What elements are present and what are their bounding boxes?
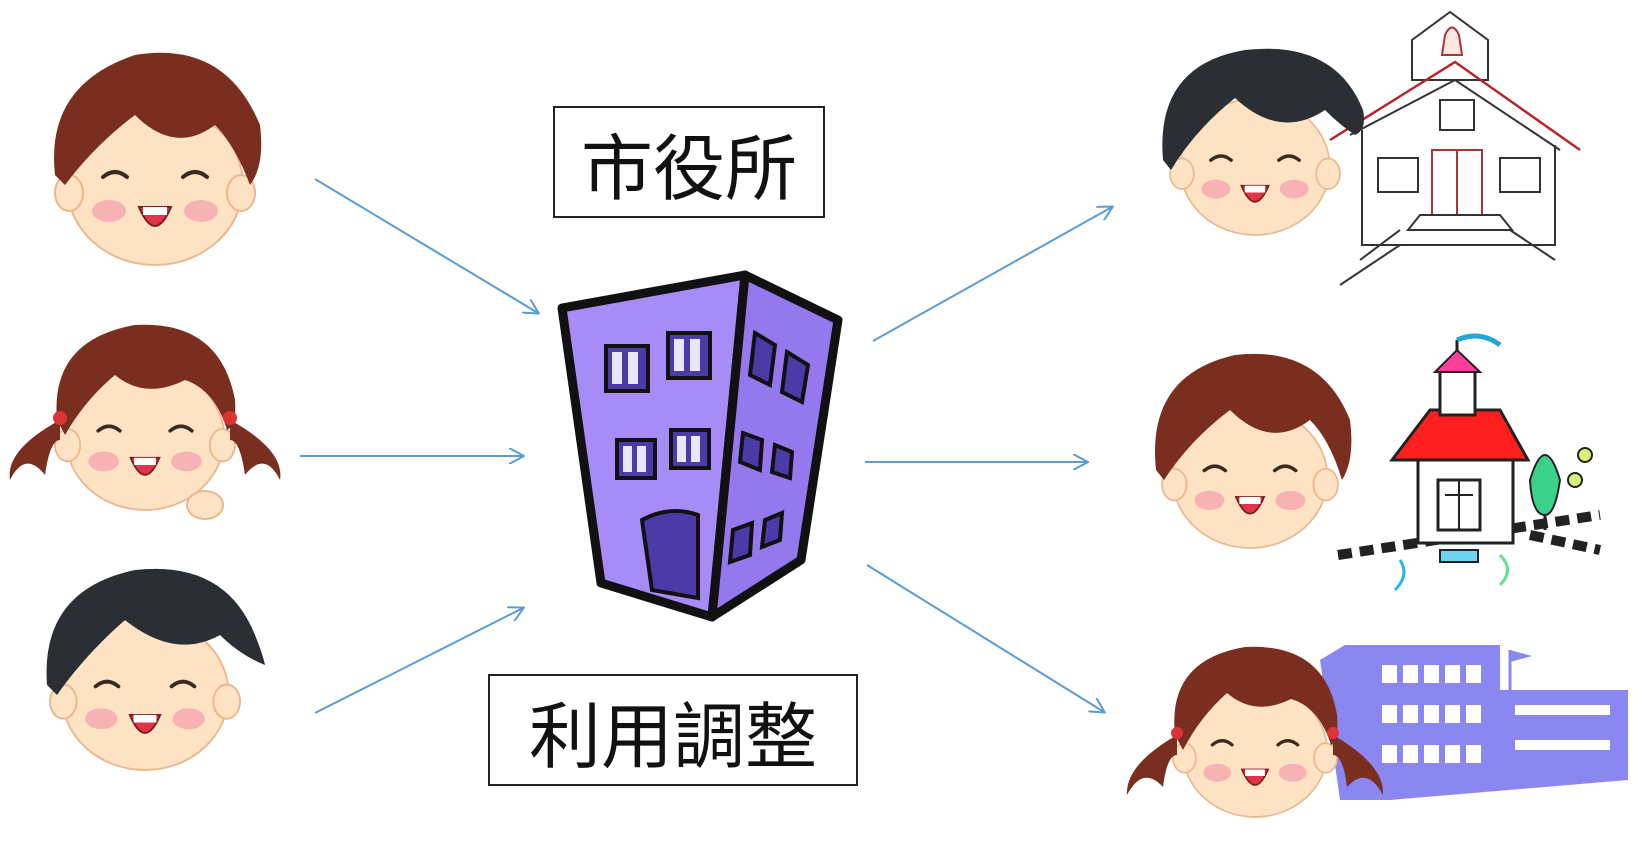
arrow-cityhall-to-school <box>866 564 1104 712</box>
arrow-boy-to-cityhall <box>314 178 538 313</box>
usage-adjustment-label-text: 利用調整 <box>528 694 817 779</box>
child-girl-pigtails <box>9 324 281 520</box>
city-hall-label: 市役所 <box>553 106 825 218</box>
child-boy-black-hair <box>46 568 265 772</box>
city-hall-building <box>557 270 843 622</box>
arrows <box>300 178 1112 714</box>
school-building <box>1126 645 1628 819</box>
kindergarten <box>1154 333 1602 592</box>
elementary-school <box>1162 10 1581 286</box>
usage-adjustment-label: 利用調整 <box>488 674 858 786</box>
child-boy-brown-hair <box>53 52 262 267</box>
arrow-cityhall-to-elementary <box>872 207 1112 342</box>
arrow-boy2-to-cityhall <box>314 608 523 714</box>
city-hall-label-text: 市役所 <box>580 126 797 211</box>
